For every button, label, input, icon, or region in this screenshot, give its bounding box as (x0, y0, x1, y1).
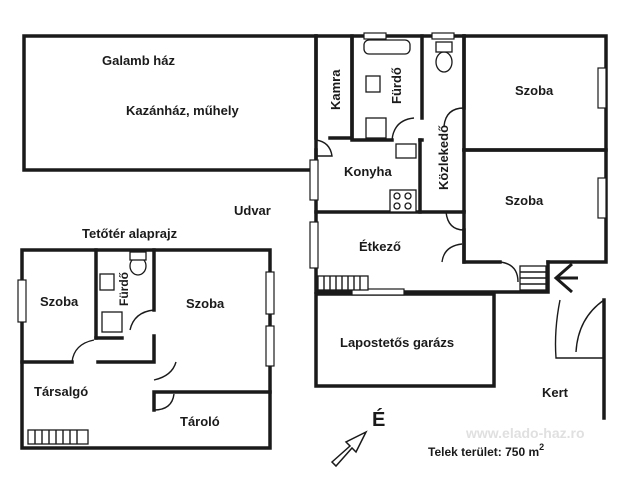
plot-area-label: Telek terület: 750 m2 (428, 442, 544, 459)
attic-staircase (27, 429, 89, 445)
attic-label-tarsalgo: Társalgó (34, 384, 88, 399)
sink (365, 75, 381, 93)
attic-label-furdo: Fürdő (117, 272, 131, 306)
label-kamra: Kamra (328, 69, 343, 110)
staircase (317, 265, 547, 291)
north-arrow-icon (330, 430, 368, 468)
attic-title: Tetőtér alaprajz (82, 226, 178, 241)
label-kert: Kert (542, 385, 569, 400)
attic-label-szoba-left: Szoba (40, 294, 79, 309)
label-udvar: Udvar (234, 203, 271, 218)
plot-area-text: Telek terület: 750 m (428, 445, 539, 459)
label-kozlekedo: Közlekedő (436, 125, 451, 190)
ground-floor-plan: Galamb ház Kazánház, műhely Kamra Fürdő … (22, 32, 608, 420)
attic-label-szoba-right: Szoba (186, 296, 225, 311)
north-arrow: É (330, 408, 385, 468)
stove (389, 189, 417, 213)
label-konyha: Konyha (344, 164, 392, 179)
bathtub (363, 39, 411, 55)
shower-tray (365, 117, 387, 139)
label-galamb-haz: Galamb ház (102, 53, 175, 68)
label-etkezo: Étkező (359, 239, 401, 254)
north-label: É (372, 408, 385, 431)
label-garazs: Lapostetős garázs (340, 335, 454, 350)
label-szoba-top: Szoba (515, 83, 554, 98)
entrance-arrow (553, 262, 578, 294)
label-kazanhaz: Kazánház, műhely (126, 103, 239, 118)
attic-floor-plan: Tetőtér alaprajz S (17, 226, 275, 450)
watermark: www.elado-haz.ro (465, 425, 585, 441)
attic-outer-walls (20, 248, 272, 450)
attic-label-tarolo: Tároló (180, 414, 220, 429)
toilet (435, 51, 453, 73)
plot-area-superscript: 2 (539, 442, 544, 452)
garage-walls (314, 292, 496, 388)
label-furdo: Fürdő (389, 67, 404, 104)
label-szoba-mid: Szoba (505, 193, 544, 208)
